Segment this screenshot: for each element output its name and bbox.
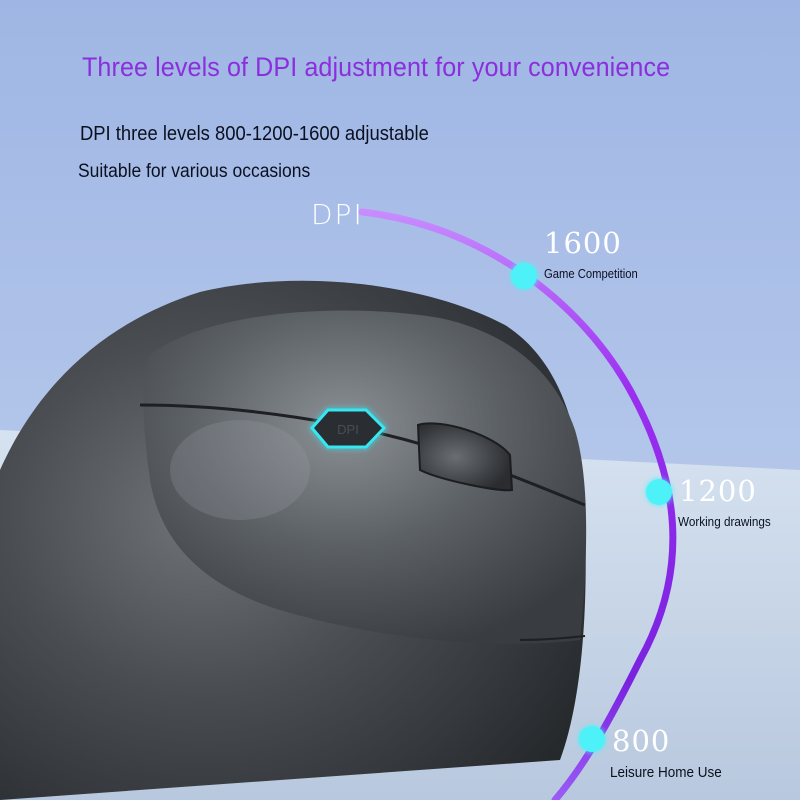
level-1200-value: 1200 (679, 474, 757, 508)
page-title: Three levels of DPI adjustment for your … (82, 52, 671, 82)
subtitle-dpi-levels: DPI three levels 800-1200-1600 adjustabl… (80, 123, 429, 145)
scroll-wheel (416, 422, 514, 492)
level-1600-value: 1600 (544, 226, 622, 260)
dpi-button-label: DPI (337, 422, 359, 437)
level-800-dot-icon (579, 726, 605, 752)
level-1600-caption: Game Competition (544, 267, 638, 281)
dpi-button: DPI (310, 408, 387, 449)
dpi-arc-label: DPI (311, 198, 364, 231)
subtitle-occasions: Suitable for various occasions (78, 161, 311, 182)
level-1200-dot-icon (646, 479, 672, 505)
dpi-arc (358, 208, 677, 800)
level-1200-caption: Working drawings (678, 514, 771, 529)
level-800-caption: Leisure Home Use (610, 764, 722, 781)
level-800-value: 800 (612, 724, 671, 758)
vertical-mouse-illustration (0, 280, 587, 800)
level-1600-dot-icon (511, 263, 537, 289)
